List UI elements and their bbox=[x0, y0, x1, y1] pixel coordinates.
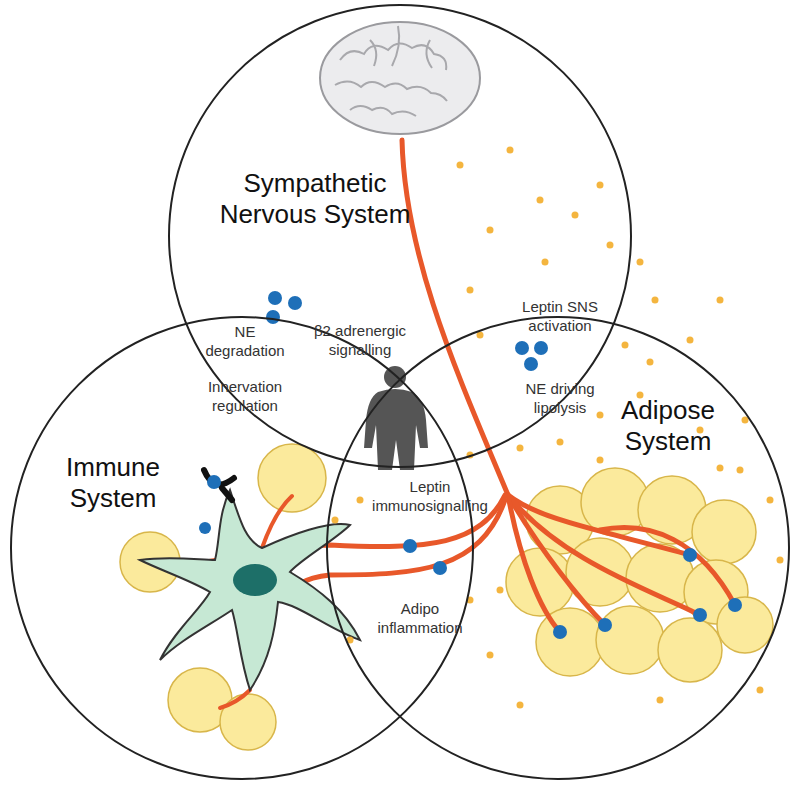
leptin-dot bbox=[517, 702, 524, 709]
leptin-dot bbox=[742, 417, 749, 424]
leptin-dot bbox=[597, 412, 604, 419]
leptin-dot bbox=[537, 197, 544, 204]
leptin-dot bbox=[622, 342, 629, 349]
overlap-label: β2 adrenergic signalling bbox=[301, 322, 419, 360]
overlap-label: Adipo inflammation bbox=[368, 600, 472, 638]
system-title: Adipose System bbox=[608, 395, 728, 457]
overlap-label: NE driving lipolysis bbox=[510, 380, 610, 418]
leptin-dots bbox=[332, 147, 784, 709]
leptin-dot bbox=[607, 242, 614, 249]
system-title: Sympathetic Nervous System bbox=[210, 168, 420, 230]
leptin-dot bbox=[467, 597, 474, 604]
overlap-label: Innervation regulation bbox=[193, 378, 297, 416]
leptin-dot bbox=[572, 212, 579, 219]
overlap-label: Leptin immunosignalling bbox=[363, 478, 497, 516]
immune-cell bbox=[140, 470, 360, 690]
system-title: Immune System bbox=[53, 452, 173, 514]
leptin-dot bbox=[657, 697, 664, 704]
leptin-dot bbox=[542, 259, 549, 266]
human-silhouette bbox=[364, 366, 428, 470]
leptin-dot bbox=[687, 337, 694, 344]
leptin-dot bbox=[467, 287, 474, 294]
leptin-dot bbox=[597, 457, 604, 464]
leptin-dot bbox=[507, 147, 514, 154]
leptin-dot bbox=[357, 497, 364, 504]
leptin-dot bbox=[777, 557, 784, 564]
leptin-dot bbox=[652, 297, 659, 304]
leptin-dot bbox=[737, 467, 744, 474]
leptin-dot bbox=[557, 439, 564, 446]
leptin-dot bbox=[517, 445, 524, 452]
leptin-dot bbox=[347, 637, 354, 644]
leptin-dot bbox=[717, 297, 724, 304]
leptin-dot bbox=[487, 227, 494, 234]
brain bbox=[320, 22, 480, 134]
leptin-dot bbox=[497, 587, 504, 594]
leptin-dot bbox=[637, 259, 644, 266]
adipocytes bbox=[506, 468, 773, 682]
overlap-label: Leptin SNS activation bbox=[514, 298, 606, 336]
leptin-dot bbox=[757, 687, 764, 694]
leptin-dot bbox=[467, 452, 474, 459]
leptin-dot bbox=[647, 359, 654, 366]
leptin-dot bbox=[767, 497, 774, 504]
leptin-dot bbox=[487, 652, 494, 659]
leptin-dot bbox=[457, 162, 464, 169]
leptin-dot bbox=[477, 332, 484, 339]
leptin-dot bbox=[717, 465, 724, 472]
leptin-dot bbox=[597, 182, 604, 189]
overlap-label: NE degradation bbox=[195, 323, 295, 361]
leptin-dot bbox=[332, 517, 339, 524]
